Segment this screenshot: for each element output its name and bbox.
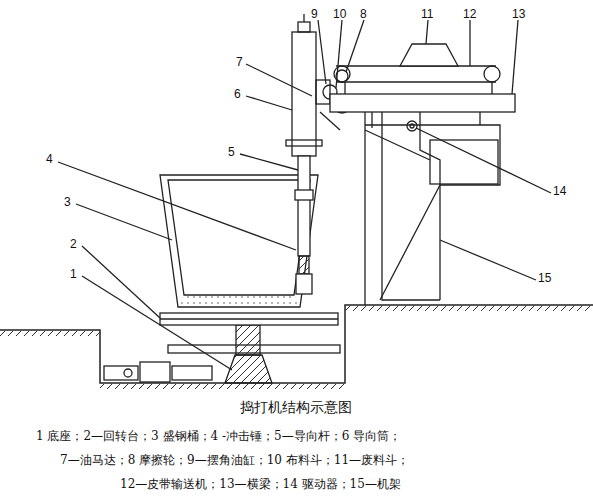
callout-number: 5 — [228, 146, 235, 159]
callout-number: 4 — [46, 153, 53, 166]
callout-number: 13 — [512, 8, 525, 21]
callout-number: 12 — [463, 8, 476, 21]
key-text: 1 底座；2—回转台；3 盛钢桶；4 -冲击锤；5—导向杆；6 导向筒； — [36, 430, 401, 443]
callout-number: 11 — [421, 8, 433, 21]
key-text: 7—油马达；8 摩擦轮；9—摆角油缸；10 布料斗；11—废料斗； — [60, 454, 409, 467]
callout-number: 9 — [311, 8, 318, 21]
callout-number: 14 — [553, 185, 566, 198]
callout-number: 3 — [64, 196, 71, 209]
callout-number: 10 — [333, 8, 346, 21]
callout-number: 8 — [360, 8, 367, 21]
callout-number: 7 — [236, 56, 243, 69]
key-text: 12—皮带输送机；13—横梁；14 驱动器；15—机架 — [120, 478, 401, 491]
figure-caption: 捣打机结构示意图 — [240, 400, 352, 415]
callout-number: 15 — [538, 272, 551, 285]
callout-number: 6 — [234, 88, 241, 101]
callout-number: 1 — [70, 268, 77, 281]
callout-number: 2 — [70, 238, 77, 251]
